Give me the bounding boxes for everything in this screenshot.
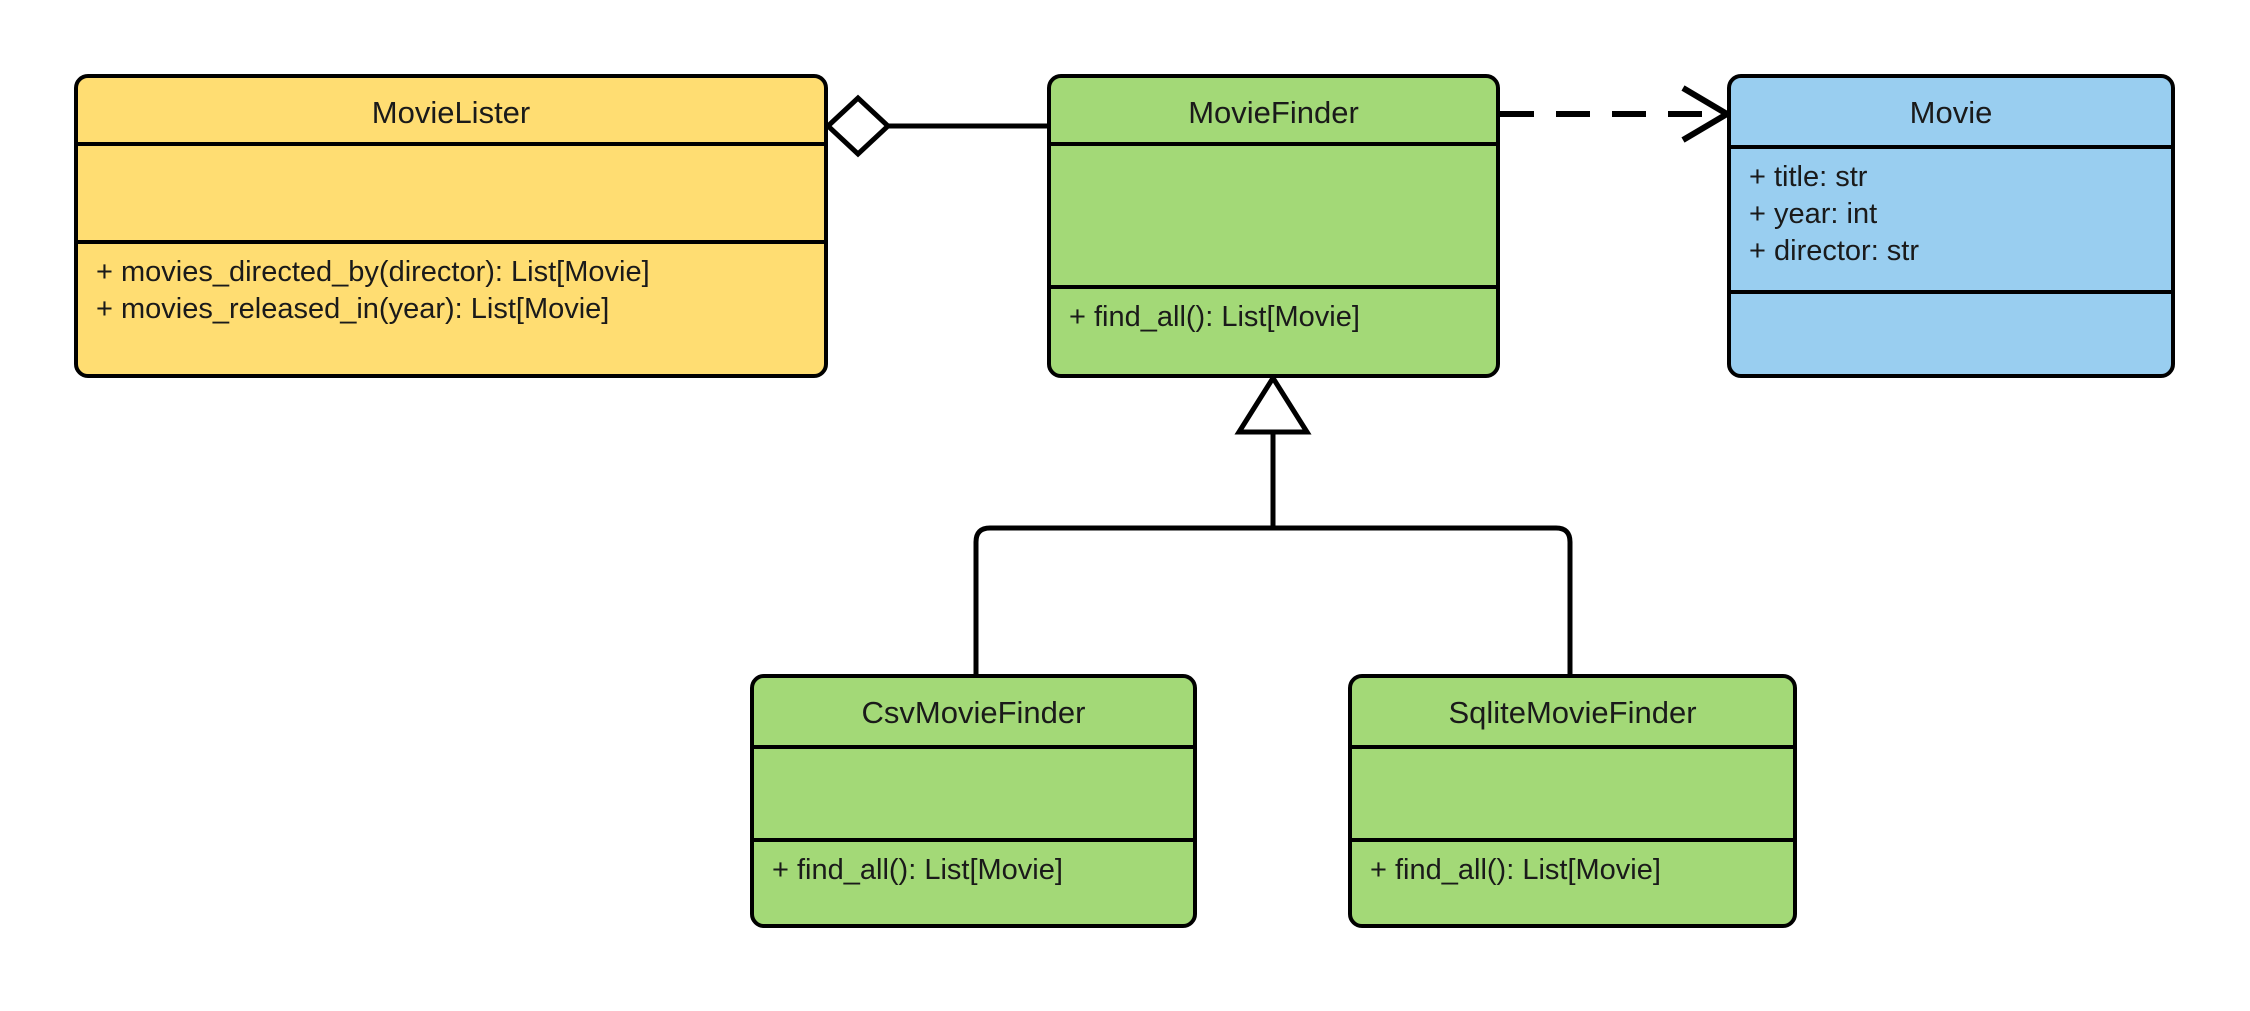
- method-item: + movies_directed_by(director): List[Mov…: [96, 256, 650, 288]
- edge-aggregation-lister-finder: [824, 94, 1047, 158]
- uml-class-movie-finder[interactable]: MovieFinder + find_all(): List[Movie]: [1047, 74, 1500, 378]
- open-arrow-marker: [1681, 85, 1733, 143]
- hollow-diamond-marker: [824, 94, 892, 158]
- methods-compartment: [1731, 294, 2171, 374]
- method-list: + find_all(): List[Movie]: [754, 842, 1193, 889]
- class-name-label: CsvMovieFinder: [861, 695, 1086, 730]
- class-name-label: MovieFinder: [1188, 95, 1359, 130]
- methods-compartment: + find_all(): List[Movie]: [1051, 289, 1496, 374]
- method-list: + find_all(): List[Movie]: [1051, 289, 1496, 336]
- attributes-compartment: [1352, 749, 1793, 842]
- method-list: + movies_directed_by(director): List[Mov…: [78, 244, 824, 328]
- attributes-compartment: [754, 749, 1193, 842]
- class-name-compartment: Movie: [1731, 78, 2171, 149]
- class-name-compartment: MovieLister: [78, 78, 824, 146]
- edge-dependency-finder-movie: [1500, 85, 1733, 143]
- uml-class-movie[interactable]: Movie + title: str + year: int + directo…: [1727, 74, 2175, 378]
- class-name-compartment: SqliteMovieFinder: [1352, 678, 1793, 749]
- attributes-compartment: + title: str + year: int + director: str: [1731, 149, 2171, 294]
- attribute-list: + title: str + year: int + director: str: [1731, 149, 2171, 270]
- methods-compartment: + movies_directed_by(director): List[Mov…: [78, 244, 824, 374]
- attribute-item: + year: int: [1749, 198, 1878, 231]
- attribute-item: + director: str: [1749, 235, 1920, 268]
- attributes-compartment: [1051, 146, 1496, 289]
- attribute-item: + title: str: [1749, 161, 1868, 193]
- class-name-label: MovieLister: [371, 95, 531, 130]
- method-item: + find_all(): List[Movie]: [772, 854, 1063, 886]
- uml-class-movie-lister[interactable]: MovieLister + movies_directed_by(directo…: [74, 74, 828, 378]
- uml-class-csv-movie-finder[interactable]: CsvMovieFinder + find_all(): List[Movie]: [750, 674, 1197, 928]
- method-item: + find_all(): List[Movie]: [1370, 854, 1661, 886]
- methods-compartment: + find_all(): List[Movie]: [754, 842, 1193, 924]
- method-item: + movies_released_in(year): List[Movie]: [96, 293, 610, 326]
- class-name-label: SqliteMovieFinder: [1448, 695, 1697, 730]
- methods-compartment: + find_all(): List[Movie]: [1352, 842, 1793, 924]
- attributes-compartment: [78, 146, 824, 244]
- hollow-triangle-marker: [1234, 373, 1312, 435]
- uml-class-sqlite-movie-finder[interactable]: SqliteMovieFinder + find_all(): List[Mov…: [1348, 674, 1797, 928]
- class-name-compartment: CsvMovieFinder: [754, 678, 1193, 749]
- method-item: + find_all(): List[Movie]: [1069, 301, 1360, 333]
- class-name-compartment: MovieFinder: [1051, 78, 1496, 146]
- method-list: + find_all(): List[Movie]: [1352, 842, 1793, 889]
- class-name-label: Movie: [1909, 95, 1993, 130]
